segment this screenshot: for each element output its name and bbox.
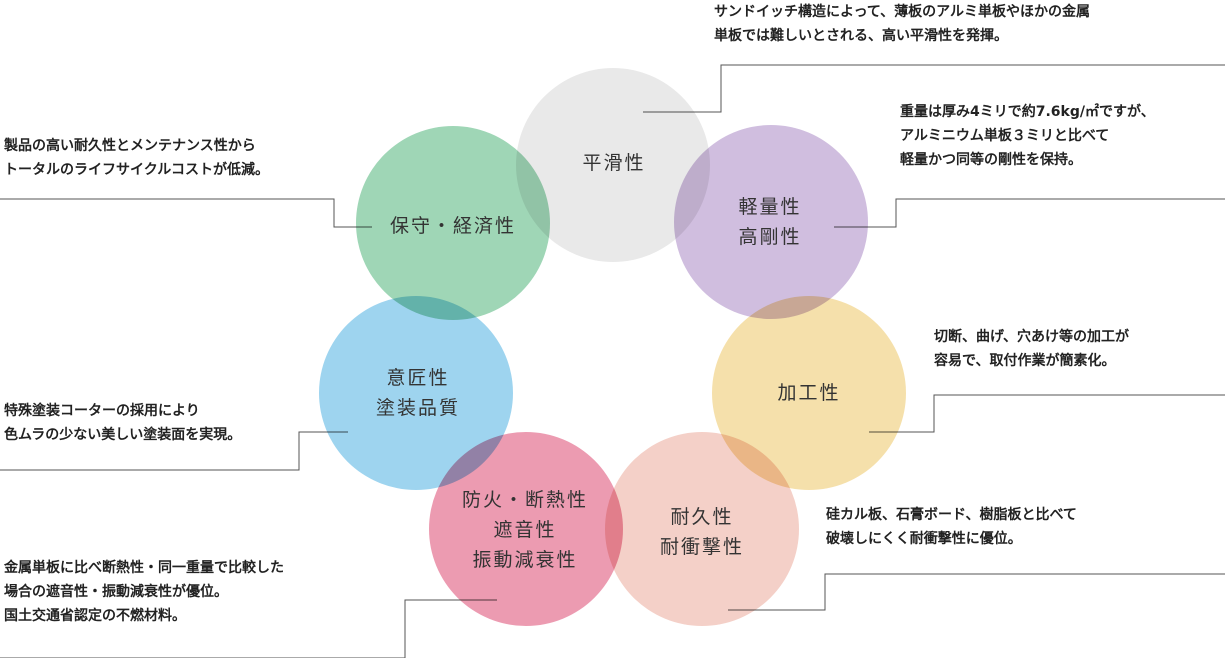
desc-light-line: アルミニウム単板３ミリと比べて [900,128,1110,144]
circle-label-light-line: 高剛性 [738,226,802,248]
circle-label-process-line: 加工性 [777,382,841,404]
desc-smooth: サンドイッチ構造によって、薄板のアルミ単板やほかの金属単板では難しいとされる、高… [714,0,1090,48]
circle-label-light-line: 軽量性 [738,196,802,218]
desc-smooth-line: 単板では難しいとされる、高い平滑性を発揮。 [714,28,1008,44]
circle-label-fire-line: 防火・断熱性 [461,489,589,511]
circle-label-process: 加工性 [777,378,840,408]
circle-label-smooth: 平滑性 [582,148,645,178]
desc-fire-line: 金属単板に比べ断熱性・同一重量で比較した [4,560,284,576]
desc-design-line: 色ムラの少ない美しい塗装面を実現。 [4,427,242,443]
circle-label-maint-line: 保守・経済性 [389,215,517,237]
circle-label-durable-line: 耐久性 [670,506,734,528]
leader-line-durable [728,573,1225,611]
circle-label-fire-line: 振動減衰性 [472,549,578,571]
leader-line-maint [0,198,372,228]
desc-maint-line: 製品の高い耐久性とメンテナンス性から [4,138,256,154]
circle-durable [605,432,799,626]
circle-label-design-line: 意匠性 [386,367,450,389]
desc-design: 特殊塗装コーターの採用により色ムラの少ない美しい塗装面を実現。 [4,399,241,447]
desc-fire-line: 場合の遮音性・振動減衰性が優位。 [4,584,228,600]
desc-process-line: 切断、曲げ、穴あけ等の加工が [934,329,1130,345]
desc-process: 切断、曲げ、穴あけ等の加工が容易で、取付作業が簡素化。 [934,325,1129,373]
desc-fire-line: 国土交通省認定の不燃材料。 [4,608,186,624]
circle-label-fire: 防火・断熱性遮音性振動減衰性 [462,485,588,575]
circle-label-design-line: 塗装品質 [375,397,461,419]
desc-smooth-line: サンドイッチ構造によって、薄板のアルミ単板やほかの金属 [714,4,1091,20]
circle-label-design: 意匠性塗装品質 [376,363,460,423]
desc-light-line: 重量は厚み4ミリで約7.6kg/㎡ですが、 [900,104,1155,120]
desc-maint: 製品の高い耐久性とメンテナンス性からトータルのライフサイクルコストが低減。 [4,134,269,182]
desc-fire: 金属単板に比べ断熱性・同一重量で比較した場合の遮音性・振動減衰性が優位。国土交通… [4,556,284,628]
desc-design-line: 特殊塗装コーターの採用により [4,403,200,419]
circle-label-maint: 保守・経済性 [390,211,516,241]
leader-line-light [834,198,1225,228]
circle-light [674,125,868,319]
desc-light: 重量は厚み4ミリで約7.6kg/㎡ですが、アルミニウム単板３ミリと比べて軽量かつ… [900,100,1155,172]
desc-durable: 硅カル板、石膏ボード、樹脂板と比べて破壊しにくく耐衝撃性に優位。 [826,503,1077,551]
desc-maint-line: トータルのライフサイクルコストが低減。 [4,162,270,178]
desc-durable-line: 破壊しにくく耐衝撃性に優位。 [826,531,1022,547]
circle-fire [429,432,623,626]
desc-process-line: 容易で、取付作業が簡素化。 [934,353,1116,369]
circle-label-light: 軽量性高剛性 [738,192,801,252]
circle-label-smooth-line: 平滑性 [582,152,646,174]
desc-durable-line: 硅カル板、石膏ボード、樹脂板と比べて [826,507,1077,523]
leader-line-process [869,394,1225,433]
circle-label-durable-line: 耐衝撃性 [659,536,745,558]
desc-light-line: 軽量かつ同等の剛性を保持。 [900,152,1082,168]
circle-label-durable: 耐久性耐衝撃性 [660,502,744,562]
circle-label-fire-line: 遮音性 [493,519,557,541]
circle-maint [356,126,550,320]
